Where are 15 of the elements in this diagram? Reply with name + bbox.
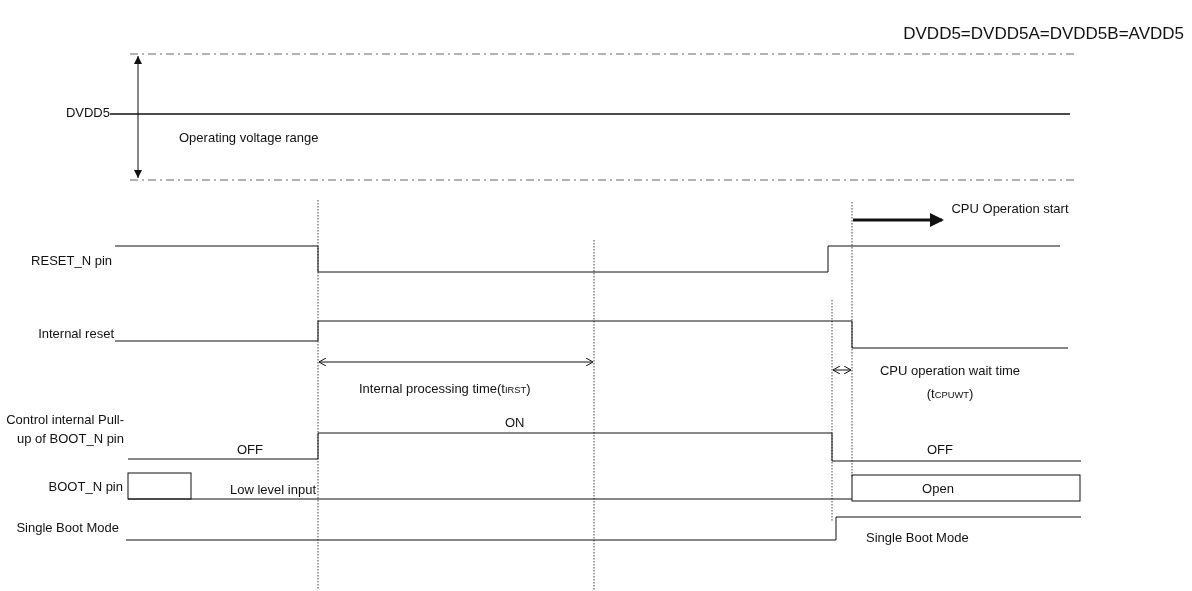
- signal-label: Single Boot Mode: [15, 519, 119, 537]
- formula-text: DVDD5=DVDD5A=DVDD5B=AVDD5: [902, 24, 1184, 44]
- state-label: OFF: [237, 442, 264, 458]
- signal-label: DVDD5: [64, 105, 110, 121]
- state-label: Low level input: [230, 482, 317, 498]
- state-label: ON: [505, 415, 526, 431]
- signal-label: RESET_N pin: [30, 253, 112, 269]
- signal-label: Internal reset: [37, 326, 114, 342]
- range-label: Operating voltage range: [179, 130, 320, 146]
- signal-label: Control internal Pull-up of BOOT_N pin: [5, 411, 124, 448]
- state-label: Open: [921, 481, 955, 497]
- state-label: OFF: [927, 442, 954, 458]
- state-label: Single Boot Mode: [866, 530, 970, 546]
- signal-label: BOOT_N pin: [47, 479, 123, 495]
- note-text: CPU Operation start: [950, 200, 1070, 218]
